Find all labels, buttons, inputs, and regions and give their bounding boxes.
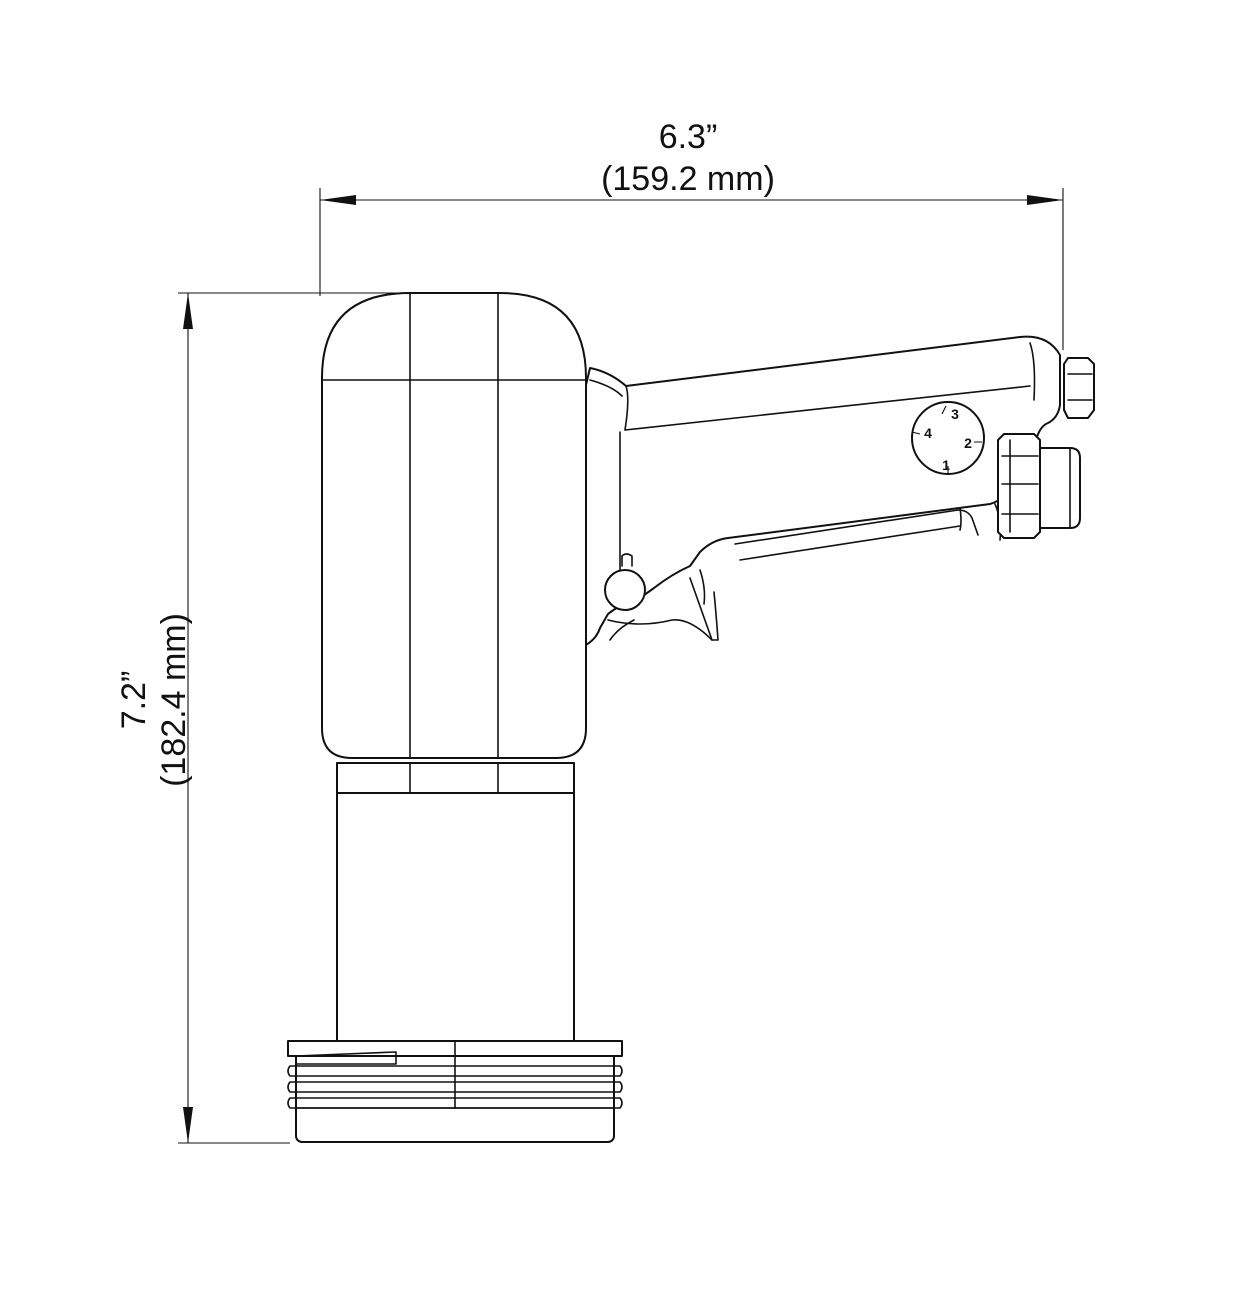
hex-nut <box>1063 357 1095 419</box>
height-arrow-top <box>183 293 193 329</box>
width-arrow-right <box>1027 195 1063 205</box>
grip-edge-lower <box>739 525 961 561</box>
inlet-hex-body <box>997 433 1041 539</box>
hex-nut-body <box>1063 357 1095 419</box>
handle-root-line <box>589 379 623 397</box>
guard-line-1 <box>699 569 706 605</box>
bung-thread-start <box>295 1051 397 1065</box>
width-imperial-label: 6.3” <box>659 118 718 156</box>
height-dimension: 7.2” (182.4 mm) <box>115 292 410 1144</box>
bung-thread-3 <box>287 1097 623 1109</box>
motor-housing <box>321 292 587 759</box>
handle-neck-line <box>624 385 629 431</box>
pump-outline: 1 2 3 4 <box>287 292 1095 1143</box>
grip-tip-lines <box>959 503 1002 541</box>
selector-dial-label-4: 4 <box>924 425 932 441</box>
width-dimension: 6.3” (159.2 mm) <box>319 118 1064 350</box>
width-arrow-left <box>320 195 356 205</box>
height-metric-label: (182.4 mm) <box>155 613 193 787</box>
selector-dial: 1 2 3 4 <box>911 401 985 475</box>
trigger-knob-ball <box>604 569 646 611</box>
air-inlet-fitting <box>997 433 1081 539</box>
height-imperial-label: 7.2” <box>115 671 153 730</box>
guard-inner-curve <box>609 619 635 641</box>
bung-thread-2 <box>287 1081 623 1093</box>
selector-dial-label-2: 2 <box>964 435 972 451</box>
selector-dial-label-3: 3 <box>951 406 959 422</box>
inlet-nipple <box>1039 447 1081 529</box>
selector-dial-label-1: 1 <box>942 457 950 473</box>
collar-body <box>336 762 575 794</box>
bung-thread-1 <box>287 1065 623 1077</box>
pump-tube <box>336 792 575 1042</box>
trigger-knob-pin <box>621 553 633 567</box>
width-metric-label: (159.2 mm) <box>601 160 775 198</box>
selector-dial-ticks <box>911 405 982 474</box>
motor-collar <box>336 762 575 794</box>
pump-handle <box>581 335 1061 647</box>
motor-housing-shell <box>321 292 587 759</box>
grip-edge-upper <box>734 509 979 545</box>
bung-adapter <box>287 1040 623 1143</box>
handle-body <box>581 335 1061 647</box>
handle-lower-edge <box>624 385 1031 431</box>
height-arrow-bottom <box>183 1107 193 1143</box>
handle-end-line <box>1029 342 1036 401</box>
guard-bottom-curve <box>607 619 713 641</box>
trigger-knob <box>604 553 646 611</box>
